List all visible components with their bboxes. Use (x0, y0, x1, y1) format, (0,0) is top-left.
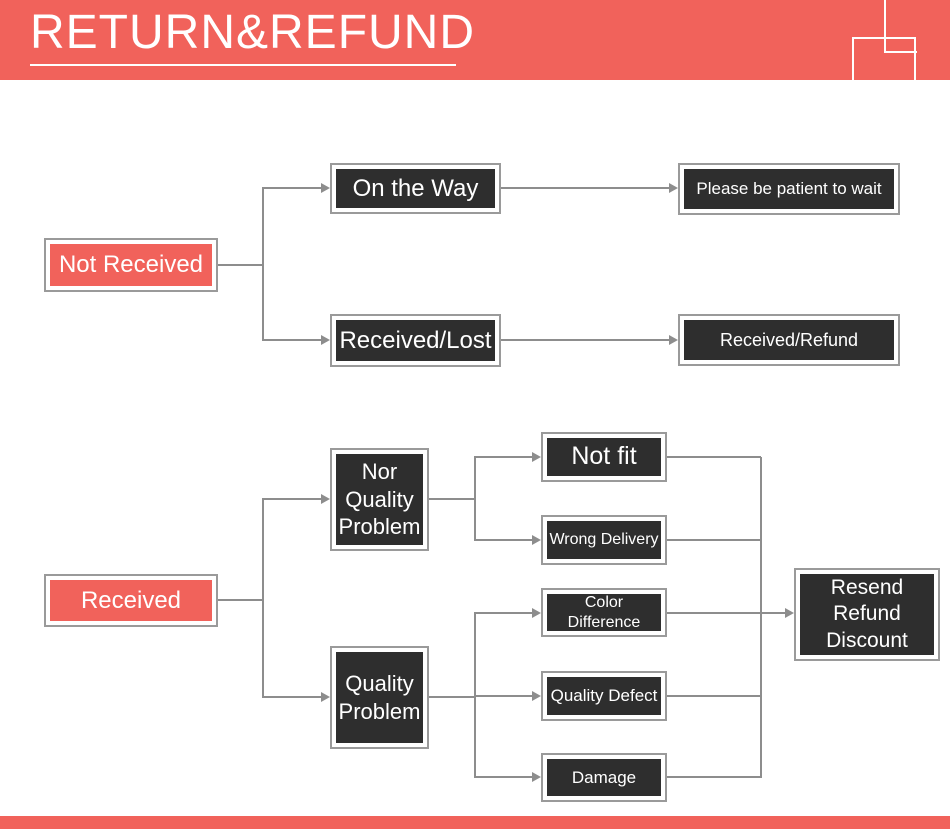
decor-square-icon (884, 51, 917, 53)
node-color-difference: Color Difference (541, 588, 667, 637)
connector-line (501, 187, 669, 189)
arrow-right-icon (532, 535, 541, 545)
connector-line (262, 498, 321, 500)
node-label: Not Received (58, 251, 204, 278)
node-label: Received (80, 586, 182, 614)
node-label: Nor Quality Problem (338, 459, 421, 540)
node-label: Resend Refund Discount (826, 576, 908, 652)
node-received-lost: Received/Lost (330, 314, 501, 367)
connector-line (262, 499, 264, 697)
connector-line (667, 456, 761, 458)
arrow-right-icon (321, 692, 330, 702)
arrow-right-icon (532, 691, 541, 701)
connector-line (501, 339, 669, 341)
connector-line (262, 696, 321, 698)
node-damage: Damage (541, 753, 667, 802)
title-underline (30, 64, 456, 66)
arrow-right-icon (321, 183, 330, 193)
connector-line (667, 695, 761, 697)
node-label: Please be patient to wait (696, 179, 882, 199)
connector-line (667, 612, 786, 614)
arrow-right-icon (532, 608, 541, 618)
connector-line (218, 264, 263, 266)
node-quality-defect: Quality Defect (541, 671, 667, 721)
footer-bar (0, 816, 950, 829)
node-received-refund: Received/Refund (678, 314, 900, 366)
connector-line (667, 539, 761, 541)
header-banner: RETURN&REFUND (0, 0, 950, 80)
arrow-right-icon (532, 452, 541, 462)
arrow-right-icon (785, 608, 794, 618)
decor-square-icon (884, 0, 886, 53)
node-not-received: Not Received (44, 238, 218, 292)
connector-line (262, 187, 321, 189)
node-label: Wrong Delivery (549, 531, 659, 548)
connector-line (474, 695, 532, 697)
arrow-right-icon (321, 494, 330, 504)
connector-line (667, 776, 761, 778)
arrow-right-icon (669, 183, 678, 193)
node-wrong-delivery: Wrong Delivery (541, 515, 667, 565)
node-nor-quality-problem: Nor Quality Problem (330, 448, 429, 551)
node-received: Received (44, 574, 218, 627)
node-on-the-way: On the Way (330, 163, 501, 214)
node-label: On the Way (352, 174, 479, 202)
node-quality-problem: Quality Problem (330, 646, 429, 749)
arrow-right-icon (532, 772, 541, 782)
node-label: Received/Refund (719, 329, 859, 350)
node-resend-refund-discount: Resend Refund Discount (794, 568, 940, 661)
node-label: Quality Problem (338, 671, 421, 724)
page-title: RETURN&REFUND (30, 6, 475, 59)
connector-line (474, 457, 476, 541)
connector-line (474, 612, 532, 614)
node-label: Color Difference (567, 593, 641, 631)
connector-line (262, 339, 321, 341)
connector-line (218, 599, 263, 601)
connector-line (429, 696, 475, 698)
connector-line (262, 188, 264, 341)
arrow-right-icon (321, 335, 330, 345)
connector-line (760, 457, 762, 778)
connector-line (474, 776, 532, 778)
node-not-fit: Not fit (541, 432, 667, 482)
node-label: Damage (571, 767, 637, 787)
node-label: Not fit (571, 442, 637, 471)
connector-line (474, 456, 532, 458)
node-label: Received/Lost (339, 326, 492, 354)
connector-line (429, 498, 475, 500)
connector-line (474, 539, 532, 541)
node-please-be-patient: Please be patient to wait (678, 163, 900, 215)
arrow-right-icon (669, 335, 678, 345)
node-label: Quality Defect (550, 686, 658, 706)
